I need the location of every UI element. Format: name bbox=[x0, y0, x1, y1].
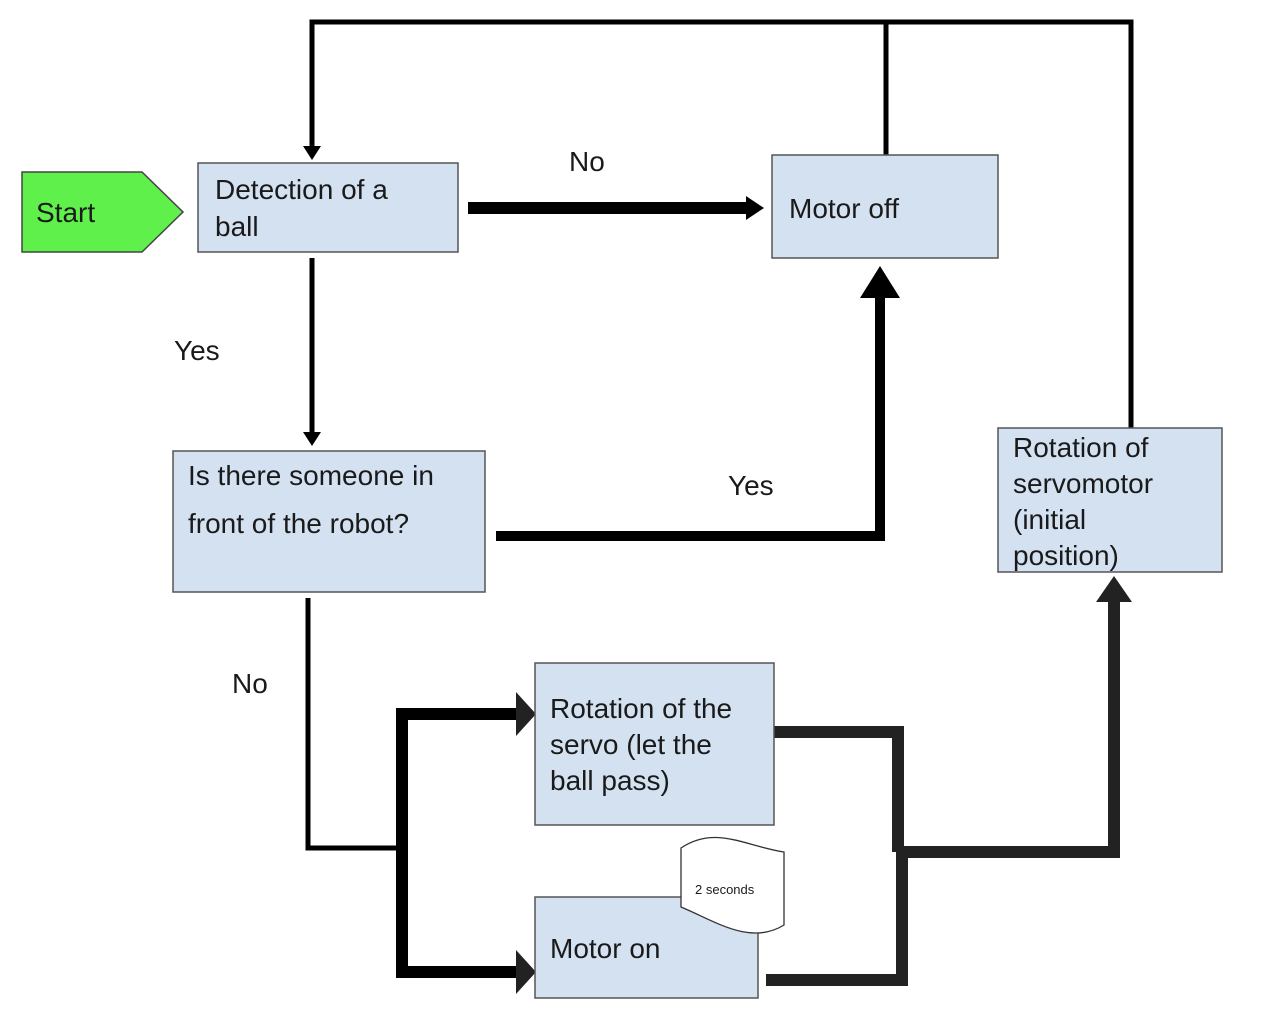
detection-text: Detection of a ball bbox=[215, 174, 396, 242]
someone-yes-connector bbox=[496, 296, 885, 541]
detection-line-2: ball bbox=[215, 211, 259, 242]
label-someone-yes: Yes bbox=[728, 470, 774, 501]
servomotor-line-2: servomotor bbox=[1013, 468, 1153, 499]
servo-out-connector bbox=[772, 726, 904, 852]
rotation-servo-text: Rotation of the servo (let the ball pass… bbox=[550, 693, 740, 796]
rotation-servomotor-node: Rotation of servomotor (initial position… bbox=[997, 427, 1223, 573]
someone-line-2: front of the robot? bbox=[188, 508, 409, 539]
servo-line-3: ball pass) bbox=[550, 765, 670, 796]
rotation-servomotor-text: Rotation of servomotor (initial position… bbox=[1013, 432, 1161, 571]
label-detection-no: No bbox=[569, 146, 605, 177]
motor-off-text: Motor off bbox=[789, 193, 899, 224]
detection-no-arrowhead bbox=[746, 196, 764, 220]
servo-arrowhead bbox=[516, 692, 536, 736]
label-someone-no: No bbox=[232, 668, 268, 699]
split-to-servo-connector bbox=[396, 708, 518, 978]
servomotor-line-1: Rotation of bbox=[1013, 432, 1149, 463]
detection-node: Detection of a ball bbox=[197, 162, 459, 253]
start-node: Start bbox=[21, 171, 185, 253]
motor-off-node: Motor off bbox=[771, 154, 999, 259]
servo-line-1: Rotation of the bbox=[550, 693, 732, 724]
motor-on-text: Motor on bbox=[550, 933, 661, 964]
loop-arrowhead bbox=[303, 146, 321, 160]
servo-line-2: servo (let the bbox=[550, 729, 712, 760]
someone-text: Is there someone in front of the robot? bbox=[188, 460, 442, 539]
motor-on-line-1: Motor on bbox=[550, 933, 661, 964]
motor-on-arrowhead bbox=[516, 950, 536, 994]
label-detection-yes: Yes bbox=[174, 335, 220, 366]
servomotor-arrowhead bbox=[1096, 576, 1132, 602]
note-shape bbox=[680, 836, 785, 934]
loop-top-rail bbox=[309, 19, 1134, 428]
someone-yes-arrowhead bbox=[860, 266, 900, 298]
motor-on-out-connector bbox=[766, 600, 1120, 986]
someone-node: Is there someone in front of the robot? bbox=[172, 450, 486, 593]
motor-off-line-1: Motor off bbox=[789, 193, 899, 224]
servomotor-line-3: (initial bbox=[1013, 504, 1086, 535]
detection-line-1: Detection of a bbox=[215, 174, 388, 205]
start-label: Start bbox=[36, 197, 95, 228]
servomotor-line-4: position) bbox=[1013, 540, 1119, 571]
rotation-servo-node: Rotation of the servo (let the ball pass… bbox=[534, 662, 775, 826]
duration-note: 2 seconds bbox=[680, 836, 785, 934]
someone-line-1: Is there someone in bbox=[188, 460, 434, 491]
note-text: 2 seconds bbox=[695, 882, 755, 897]
someone-no-connector bbox=[305, 598, 402, 851]
detection-yes-arrowhead bbox=[303, 432, 321, 446]
